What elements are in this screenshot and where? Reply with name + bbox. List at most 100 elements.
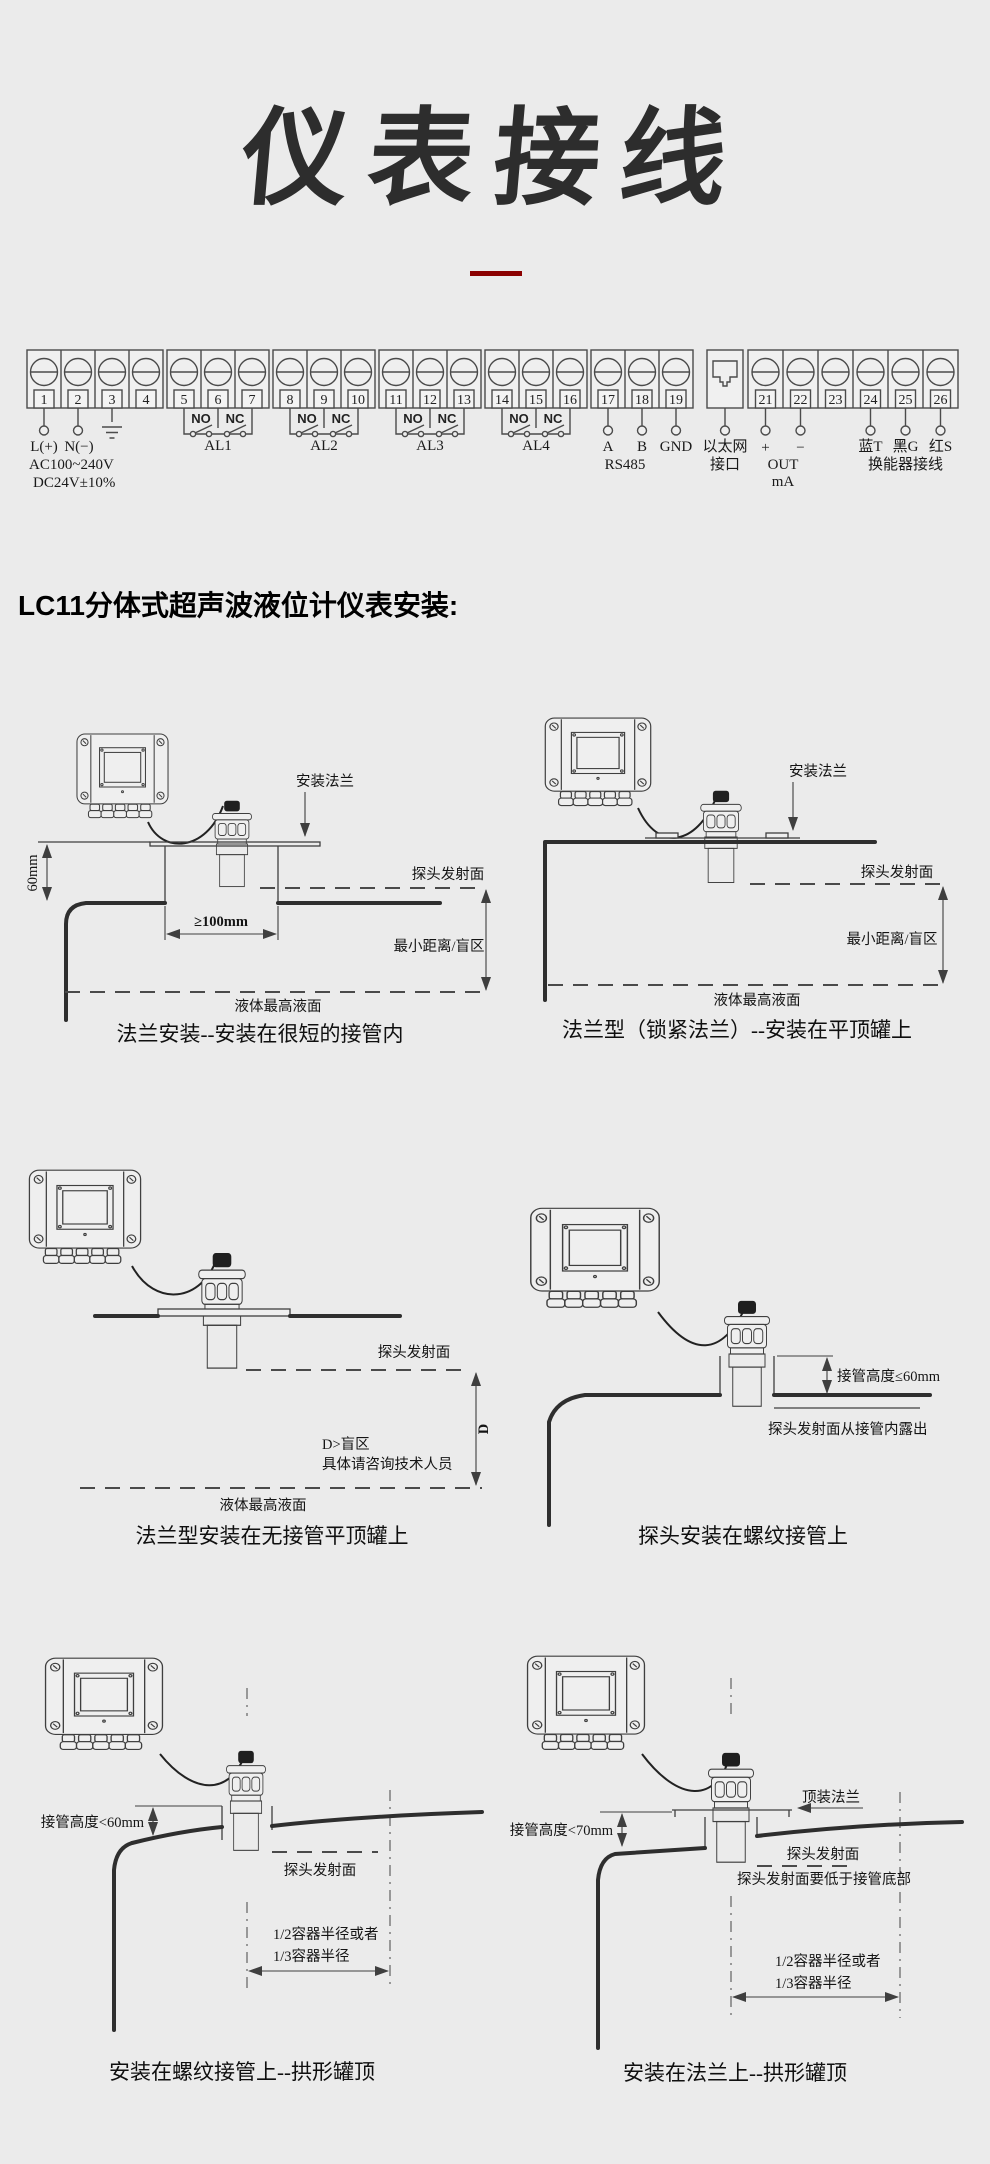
rj45-icon: [712, 360, 738, 387]
current-output-terminals: + − OUT mA: [760, 408, 806, 490]
label-radius-2: 1/3容器半径: [775, 1975, 852, 1992]
power-terminals: L(+) N(−) AC100~240V DC24V±10%: [29, 408, 122, 491]
switch-contact-icon: [228, 424, 247, 434]
label-dc-range: DC24V±10%: [33, 475, 115, 491]
nozzle-walls: [221, 1806, 273, 1840]
title-accent-dash: [470, 271, 522, 276]
label-blue-t: 蓝T: [858, 438, 882, 455]
label-blind-zone: D>盲区: [322, 1436, 370, 1453]
label-emit-face-note: 探头发射面从接管内露出: [768, 1421, 928, 1438]
terminal-number: 9: [321, 393, 328, 408]
label-relay-nc: NC: [332, 411, 351, 426]
label-out-plus: +: [761, 440, 769, 456]
label-ethernet-2: 接口: [710, 456, 740, 473]
figure-caption: 探头安装在螺纹接管上: [638, 1524, 848, 1548]
ultrasonic-sensor: [700, 790, 742, 883]
figure-flange-short-nozzle: 60mm ≥100mm 安装法兰 探头发射面 最小距离/盲区 液体最高液面 法兰…: [25, 733, 491, 1046]
label-red-s: 红S: [929, 438, 952, 455]
figure-flange-no-nozzle: 探头发射面 D D>盲区 具体请咨询技术人员 液体最高液面 法兰型安装在无接管平…: [28, 1169, 492, 1548]
label-rs485-b: B: [637, 439, 647, 455]
label-alarm-relay: AL2: [310, 438, 338, 454]
figure-caption: 安装在法兰上--拱形罐顶: [623, 2061, 847, 2085]
mounting-flange-plate: [149, 841, 321, 847]
terminal-number: 3: [109, 393, 116, 408]
label-rs485: RS485: [605, 457, 646, 473]
nozzle-walls: [719, 1356, 775, 1395]
label-nozzle-height: 接管高度≤60mm: [837, 1368, 941, 1385]
terminal-number: 25: [899, 393, 913, 408]
terminal-number: 24: [864, 393, 878, 408]
label-emit-face-note: 探头发射面要低于接管底部: [737, 1871, 911, 1888]
terminal-number: 26: [934, 393, 948, 408]
label-relay-nc: NC: [544, 411, 563, 426]
label-emit-face: 探头发射面: [861, 864, 934, 881]
figure-caption: 法兰型（锁紧法兰）--安装在平顶罐上: [562, 1018, 912, 1042]
terminal-number: 21: [759, 393, 773, 408]
ground-icon: [102, 426, 122, 439]
label-relay-no: NO: [403, 411, 423, 426]
switch-contact-icon: [512, 424, 531, 434]
label-relay-no: NO: [297, 411, 317, 426]
label-60mm: 60mm: [25, 854, 41, 892]
terminal-number: 19: [669, 393, 683, 408]
label-ethernet-1: 以太网: [702, 438, 747, 455]
figure-flange-arched-roof: 接管高度<70mm 顶装法兰 探头发射面 探头发射面要低于接管底部 1/2容器半…: [510, 1655, 964, 2085]
terminal-number: 22: [794, 393, 808, 408]
terminal-number: 12: [423, 393, 437, 408]
nozzle-walls: [164, 846, 279, 903]
terminal-number: 16: [563, 393, 577, 408]
switch-contact-icon: [194, 424, 213, 434]
terminal-block: 14 15 16: [484, 349, 588, 409]
label-blind-zone: 最小距离/盲区: [846, 931, 937, 948]
label-nozzle-height: 接管高度<70mm: [510, 1822, 614, 1839]
controller-unit: [76, 733, 169, 819]
label-alarm-relay: AL3: [416, 438, 444, 454]
mounting-flange-plate: [672, 1809, 792, 1817]
terminal-number: 8: [287, 393, 294, 408]
switch-contact-icon: [406, 424, 425, 434]
label-transducer: 换能器接线: [868, 456, 943, 473]
terminal-number: 11: [389, 393, 402, 408]
label-black-g: 黑G: [893, 439, 919, 455]
terminal-number: 15: [529, 393, 543, 408]
label-ma: mA: [772, 474, 795, 490]
ultrasonic-sensor: [723, 1300, 771, 1407]
label-rs485-a: A: [603, 439, 614, 455]
terminal-number: 1: [41, 393, 48, 408]
figure-threaded-nozzle: 接管高度≤60mm 探头发射面从接管内露出 探头安装在螺纹接管上: [530, 1207, 941, 1548]
terminal-number: 14: [495, 393, 509, 408]
controller-unit: [544, 717, 652, 807]
switch-contact-icon: [300, 424, 319, 434]
label-max-liquid-level: 液体最高液面: [714, 992, 801, 1009]
label-relay-nc: NC: [438, 411, 457, 426]
label-radius-1: 1/2容器半径或者: [273, 1926, 379, 1943]
label-emit-face: 探头发射面: [378, 1344, 451, 1361]
switch-contact-icon: [546, 424, 565, 434]
label-emit-face: 探头发射面: [412, 866, 485, 883]
sensor-cable: [147, 805, 224, 845]
page-title: 仪表接线: [236, 100, 752, 218]
label-radius-2: 1/3容器半径: [273, 1948, 350, 1965]
label-mounting-flange: 安装法兰: [296, 773, 354, 790]
terminal-number: 23: [829, 393, 843, 408]
terminal-number: 18: [635, 393, 649, 408]
terminal-number: 4: [143, 393, 150, 408]
label-relay-no: NO: [191, 411, 211, 426]
terminal-number: 5: [181, 393, 188, 408]
figure-threaded-nozzle-arched-roof: 接管高度<60mm 探头发射面 1/2容器半径或者 1/3容器半径 安装在螺纹接…: [41, 1657, 484, 2084]
ultrasonic-sensor: [707, 1752, 755, 1863]
terminal-number: 17: [601, 393, 615, 408]
label-distance-d: D: [476, 1424, 492, 1434]
figure-caption: 法兰安装--安装在很短的接管内: [117, 1022, 404, 1046]
transducer-terminals: 蓝T 黑G 红S 换能器接线: [858, 408, 952, 473]
ultrasonic-sensor: [225, 1750, 267, 1851]
terminal-number: 13: [457, 393, 471, 408]
figure-caption: 法兰型安装在无接管平顶罐上: [136, 1524, 409, 1548]
label-max-liquid-level: 液体最高液面: [235, 998, 322, 1015]
